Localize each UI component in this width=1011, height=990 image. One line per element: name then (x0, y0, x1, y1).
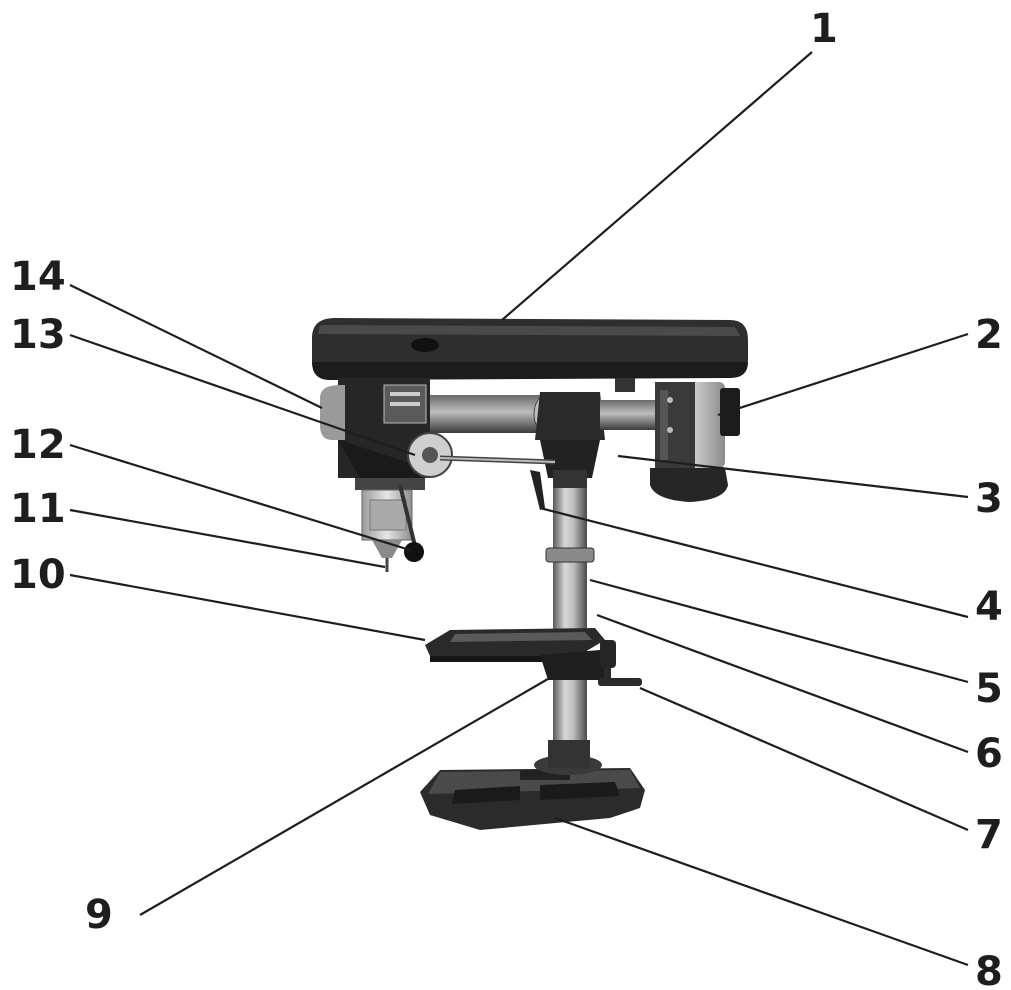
leader-line-13 (69, 333, 416, 457)
callout-6: 6 (975, 731, 1003, 777)
ram-arm (430, 392, 655, 488)
belt-guard-cover (312, 318, 748, 380)
leader-line-1 (501, 51, 813, 321)
callout-7: 7 (975, 812, 1003, 858)
motor (615, 378, 740, 502)
callout-13: 13 (10, 312, 66, 358)
callout-10: 10 (10, 552, 66, 598)
callout-12: 12 (10, 422, 66, 468)
leader-line-9 (139, 671, 561, 916)
leader-line-14 (69, 284, 323, 409)
depth-knob (404, 542, 424, 562)
callout-2: 2 (975, 312, 1003, 358)
leader-line-7 (639, 686, 969, 832)
callout-1: 1 (810, 6, 838, 52)
callout-5: 5 (975, 666, 1003, 712)
leader-line-8 (554, 816, 969, 967)
drill-press-illustration (312, 318, 748, 830)
leader-line-2 (717, 332, 969, 417)
leader-line-11 (69, 508, 386, 569)
column (553, 470, 587, 775)
callout-4: 4 (975, 584, 1003, 630)
callout-numbers: 1 2 3 4 5 6 7 8 9 10 11 12 13 14 (10, 6, 1003, 990)
callout-14: 14 (10, 254, 66, 300)
column-collar (545, 547, 595, 563)
leader-line-10 (69, 573, 426, 642)
callout-3: 3 (975, 476, 1003, 522)
leader-lines (69, 51, 969, 967)
callout-9: 9 (85, 892, 113, 938)
leader-line-4 (539, 506, 969, 619)
leader-line-6 (596, 613, 969, 754)
leader-line-3 (617, 454, 969, 499)
leader-line-12 (69, 443, 411, 552)
base (420, 740, 645, 830)
feed-handle-hub (407, 432, 556, 510)
chuck-assembly (355, 478, 425, 572)
callout-11: 11 (10, 486, 66, 532)
leader-line-5 (589, 578, 969, 684)
callout-8: 8 (975, 949, 1003, 990)
work-table (425, 628, 605, 662)
